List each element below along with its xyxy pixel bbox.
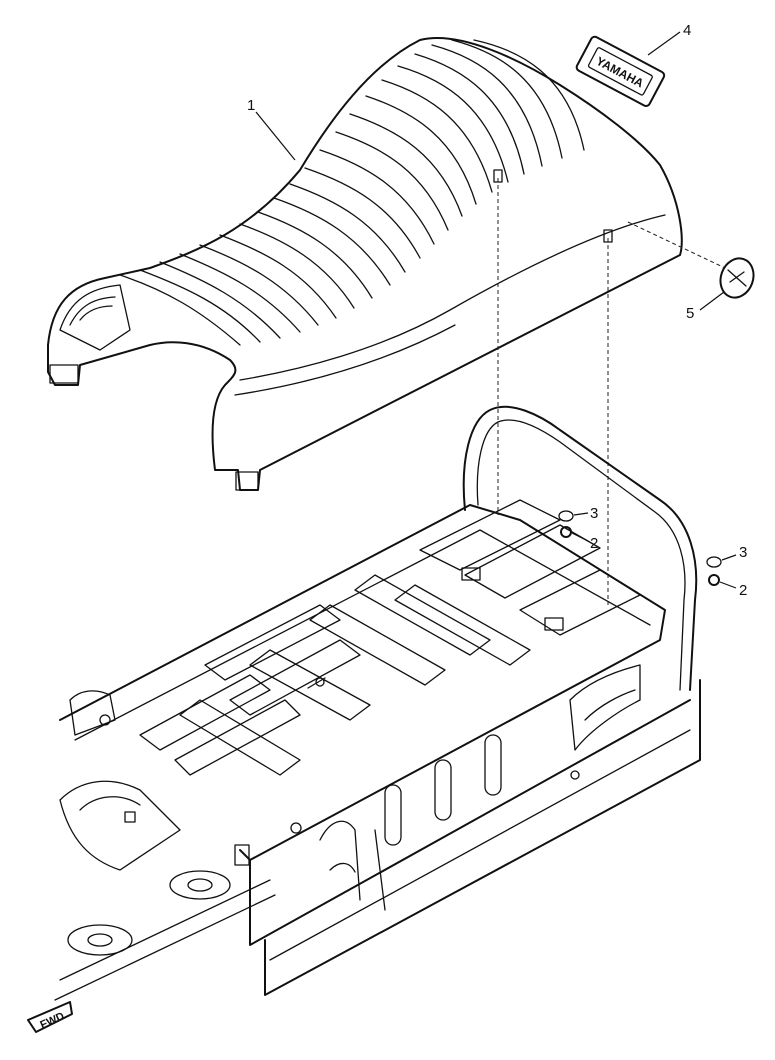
round-badge [719,257,755,299]
callout-4-number: 4 [683,22,691,39]
callout-1-number: 1 [247,97,255,114]
hardware-set-center [558,510,574,538]
callout-2-center: 2 [571,532,598,552]
callout-4: 4 [647,22,691,56]
seat-bolts [493,169,613,243]
callout-5: 5 [686,291,725,322]
yamaha-emblem: YAMAHA [575,35,666,107]
callout-5-number: 5 [686,305,694,322]
hardware-set-right [706,556,722,586]
chassis-frame [54,405,701,1001]
callout-3-right: 3 [721,544,747,561]
callout-3-center-number: 3 [590,505,598,522]
callout-3-right-number: 3 [739,544,747,561]
callout-1: 1 [247,97,296,161]
callout-2-center-number: 2 [590,535,598,552]
forward-arrow: FWD [27,1001,73,1033]
callout-3-center: 3 [573,505,598,522]
callout-2-right-number: 2 [739,582,747,599]
assembly-guide-lines [497,178,726,605]
callout-2-right: 2 [719,581,747,599]
seat-assembly [47,37,683,491]
